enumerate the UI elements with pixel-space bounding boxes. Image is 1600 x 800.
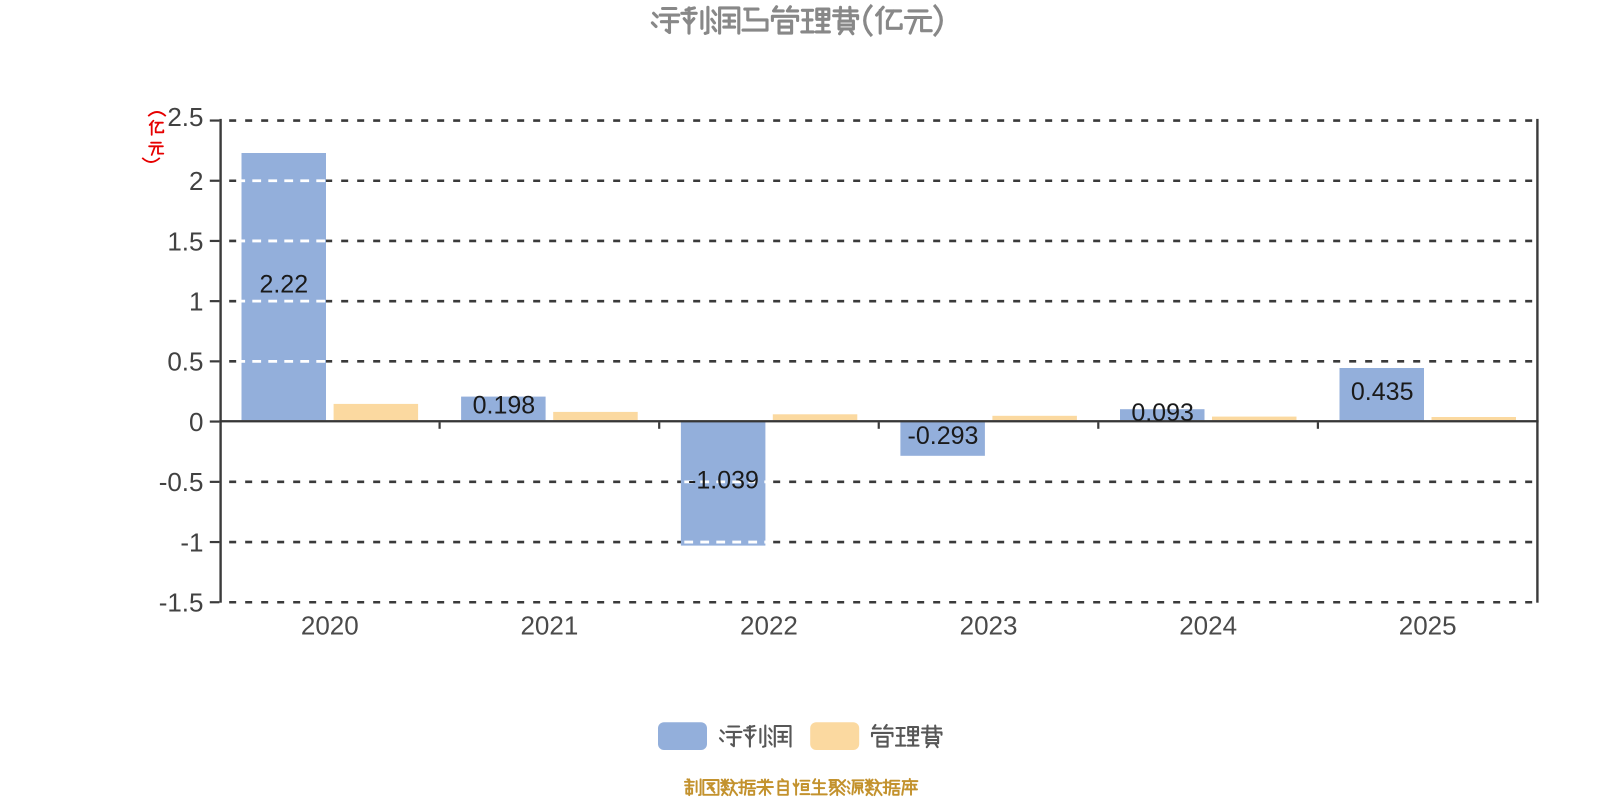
svg-text:2021: 2021 <box>520 611 578 641</box>
svg-text:2020: 2020 <box>301 611 359 641</box>
svg-text:0.198: 0.198 <box>473 392 536 420</box>
svg-text:2024: 2024 <box>1179 611 1237 641</box>
svg-text:0: 0 <box>189 407 203 437</box>
svg-text:2.5: 2.5 <box>167 102 203 132</box>
svg-text:-0.5: -0.5 <box>159 467 204 497</box>
svg-text:2025: 2025 <box>1399 611 1457 641</box>
svg-text:-1.039: -1.039 <box>688 467 759 495</box>
svg-text:2: 2 <box>189 166 203 196</box>
svg-text:2023: 2023 <box>960 611 1018 641</box>
svg-text:1.5: 1.5 <box>167 226 203 256</box>
svg-text:-1: -1 <box>180 527 203 557</box>
svg-text:0.435: 0.435 <box>1351 378 1414 406</box>
svg-text:-1.5: -1.5 <box>159 588 204 618</box>
svg-text:2.22: 2.22 <box>259 271 308 299</box>
svg-text:1: 1 <box>189 286 203 316</box>
svg-text:0.5: 0.5 <box>167 347 203 377</box>
svg-text:-0.293: -0.293 <box>908 422 979 450</box>
svg-text:2022: 2022 <box>740 611 798 641</box>
svg-text:0.093: 0.093 <box>1131 399 1194 427</box>
